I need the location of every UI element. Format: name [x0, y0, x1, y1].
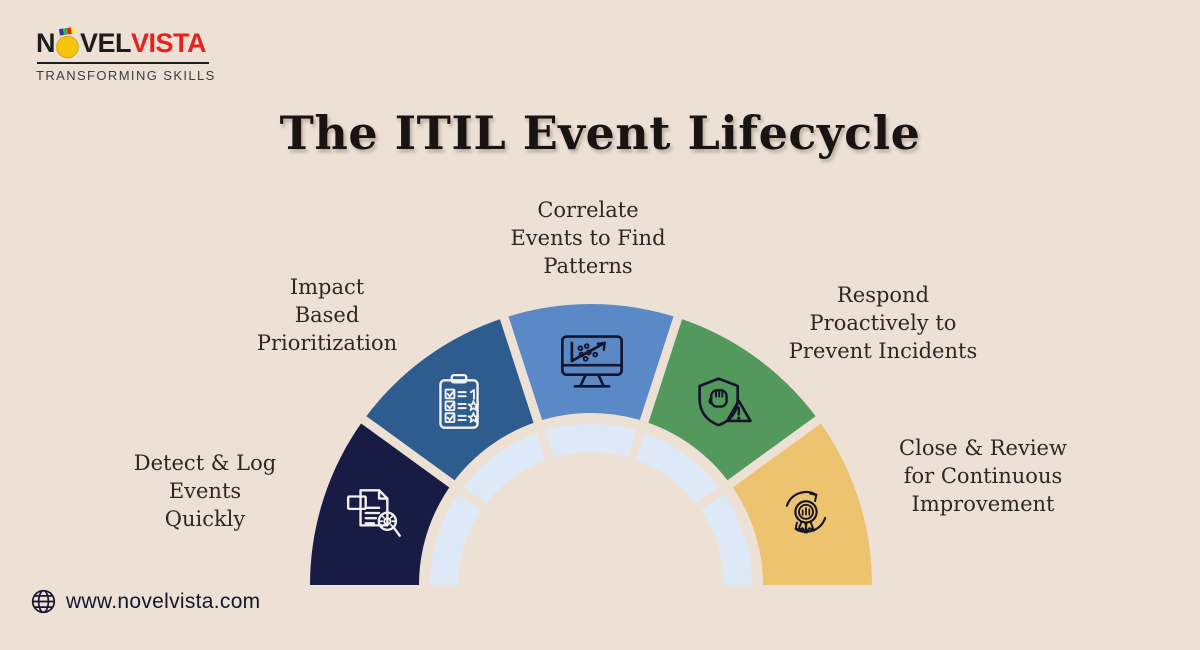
step-label-correlate-events: Correlate Events to Find Patterns — [510, 198, 666, 278]
segment-divider — [353, 410, 493, 516]
step-label-impact-priority: Impact Based Prioritization — [256, 275, 398, 355]
inner-ring-segment — [698, 490, 752, 585]
segment-divider — [497, 307, 557, 468]
step-label-close-review: Close & Review for Continuous Improvemen… — [899, 436, 1067, 516]
globe-icon — [31, 589, 56, 614]
brand-name-part3: VISTA — [131, 27, 207, 58]
document-search-icon — [346, 489, 401, 537]
footer-website: www.novelvista.com — [66, 589, 261, 613]
inner-ring-segment — [541, 424, 641, 459]
brand-name: N VEL VISTA — [36, 27, 216, 59]
logo-divider — [37, 62, 209, 64]
lifecycle-semicircle-diagram — [310, 304, 872, 585]
brand-name-part1: N — [36, 27, 56, 58]
segment-divider — [625, 307, 685, 468]
footer: www.novelvista.com — [30, 588, 260, 615]
inner-ring-segment — [430, 490, 484, 585]
segment-correlate-events — [504, 304, 678, 422]
brand-name-part2: VEL — [80, 27, 132, 58]
segment-divider — [689, 410, 829, 516]
inner-ring-segment — [460, 431, 550, 507]
brand-tagline: TRANSFORMING SKILLS — [36, 68, 216, 83]
brand-logo: N VEL VISTA TRANSFORMING SKILLS — [36, 27, 216, 83]
shield-alert-icon — [698, 377, 752, 427]
checklist-priority-icon — [439, 373, 480, 429]
page-title: The ITIL Event Lifecycle — [279, 106, 921, 160]
segment-respond-proactively — [644, 317, 819, 484]
step-label-detect-log: Detect & Log Events Quickly — [133, 451, 277, 531]
step-label-respond-proactive: Respond Proactively to Prevent Incidents — [788, 283, 978, 363]
award-cycle-icon — [785, 490, 827, 534]
inner-ring-segment — [632, 431, 722, 507]
monitor-trend-icon — [561, 335, 623, 388]
medal-icon — [56, 27, 79, 59]
